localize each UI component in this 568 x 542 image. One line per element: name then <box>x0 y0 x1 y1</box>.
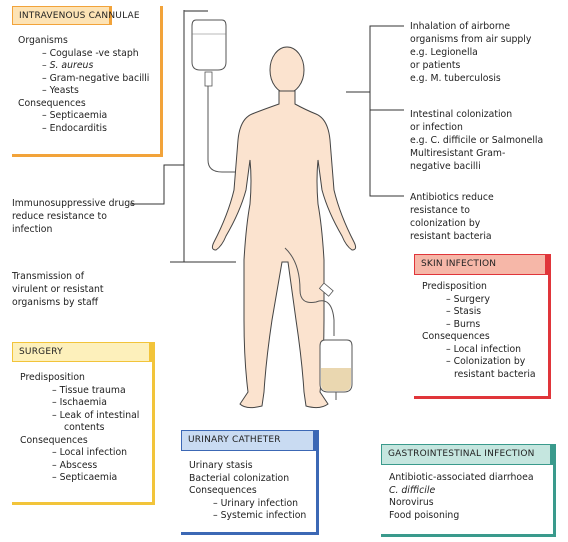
airborne-note: Inhalation of airborne organisms from ai… <box>410 20 531 85</box>
note-line: e.g. Legionella <box>410 47 478 58</box>
urinary-line: Urinary stasis <box>189 460 253 471</box>
iv-line: – Cogulase -ve staph <box>42 47 139 59</box>
iv-line: – Gram-negative bacilli <box>42 72 150 84</box>
gi-line: C. difficile <box>389 484 436 496</box>
surgery-line: Consequences <box>20 434 88 446</box>
urinary-catheter-title: URINARY CATHETER <box>181 430 316 451</box>
surgery-title: SURGERY <box>12 342 152 362</box>
surgery-line: contents <box>64 422 105 433</box>
note-line: Intestinal colonization <box>410 109 513 120</box>
iv-line: Organisms <box>18 35 68 46</box>
gastrointestinal-title: GASTROINTESTINAL INFECTION <box>381 444 553 465</box>
gi-line: Antibiotic-associated diarrhoea <box>389 472 534 483</box>
skin-line: – Colonization by <box>446 356 526 367</box>
note-line: organisms from air supply <box>410 34 532 45</box>
urinary-line: – Urinary infection <box>213 497 299 509</box>
surgery-line: – Leak of intestinal <box>52 409 140 421</box>
gi-line: Food poisoning <box>389 509 460 521</box>
surgery-line: – Septicaemia <box>52 472 118 483</box>
note-line: reduce resistance to <box>12 211 107 222</box>
urinary-catheter-panel: URINARY CATHETER Urinary stasis Bacteria… <box>181 430 319 535</box>
skin-line: – Local infection <box>446 343 522 355</box>
note-line: Antibiotics reduce <box>410 192 494 203</box>
right-bracket <box>369 25 404 197</box>
note-line: Multiresistant Gram- <box>410 148 506 159</box>
intravenous-panel: INTRAVENOUS CANNULAE Organisms – Cogulas… <box>12 6 163 157</box>
intravenous-title: INTRAVENOUS CANNULAE <box>12 6 140 25</box>
note-line: resistance to <box>410 205 470 216</box>
note-line: or infection <box>410 122 463 133</box>
body <box>211 90 357 409</box>
note-line: organisms by staff <box>12 297 99 308</box>
iv-bag <box>191 19 227 71</box>
immuno-note: Immunosuppressive drugs reduce resistanc… <box>12 197 135 236</box>
skin-line: resistant bacteria <box>454 368 536 380</box>
surgery-line: – Abscess <box>52 459 98 471</box>
surgery-line: Predisposition <box>20 372 85 383</box>
gi-line: Norovirus <box>389 497 434 508</box>
surgery-line: – Local infection <box>52 447 128 458</box>
antibiotics-note: Antibiotics reduce resistance to coloniz… <box>410 191 494 243</box>
skin-line: Predisposition <box>422 281 487 292</box>
note-line: or patients <box>410 60 461 71</box>
intestinal-note: Intestinal colonization or infection e.g… <box>410 108 543 173</box>
immuno-connector <box>130 164 184 205</box>
head <box>269 46 305 94</box>
skin-line: – Stasis <box>446 306 482 317</box>
note-line: resistant bacteria <box>410 231 492 242</box>
surgery-line: – Tissue trauma <box>52 384 126 396</box>
urinary-line: – Systemic infection <box>213 510 307 521</box>
surgery-panel: SURGERY Predisposition – Tissue trauma –… <box>12 342 155 505</box>
iv-line: – Yeasts <box>42 85 79 96</box>
iv-line: – Septicaemia <box>42 110 108 121</box>
skin-infection-panel: SKIN INFECTION Predisposition – Surgery … <box>414 254 551 399</box>
skin-line: – Surgery <box>446 293 491 305</box>
transmission-note: Transmission of virulent or resistant or… <box>12 270 104 309</box>
note-line: negative bacilli <box>410 161 481 172</box>
iv-line: – Endocarditis <box>42 122 107 134</box>
urine-level <box>321 368 351 391</box>
skin-infection-title: SKIN INFECTION <box>414 254 548 275</box>
patient-figure <box>211 46 357 409</box>
surgery-line: – Ischaemia <box>52 397 107 408</box>
skin-line: – Burns <box>446 318 481 330</box>
gastrointestinal-panel: GASTROINTESTINAL INFECTION Antibiotic-as… <box>381 444 556 537</box>
catheter-tube <box>284 247 335 336</box>
note-line: Inhalation of airborne <box>410 21 511 32</box>
note-line: e.g. C. difficile or Salmonella <box>410 135 544 146</box>
note-line: colonization by <box>410 218 481 229</box>
iv-line: – S. aureus <box>42 60 94 71</box>
note-line: virulent or resistant <box>12 284 104 295</box>
note-line: e.g. M. tuberculosis <box>410 73 501 84</box>
skin-line: Consequences <box>422 331 490 342</box>
iv-line: Consequences <box>18 97 86 109</box>
note-line: infection <box>12 224 53 235</box>
note-line: Transmission of <box>12 271 84 282</box>
urinary-line: Consequences <box>189 485 257 496</box>
note-line: Immunosuppressive drugs <box>12 198 136 209</box>
urinary-line: Bacterial colonization <box>189 472 290 484</box>
iv-drip-chamber <box>204 71 213 87</box>
